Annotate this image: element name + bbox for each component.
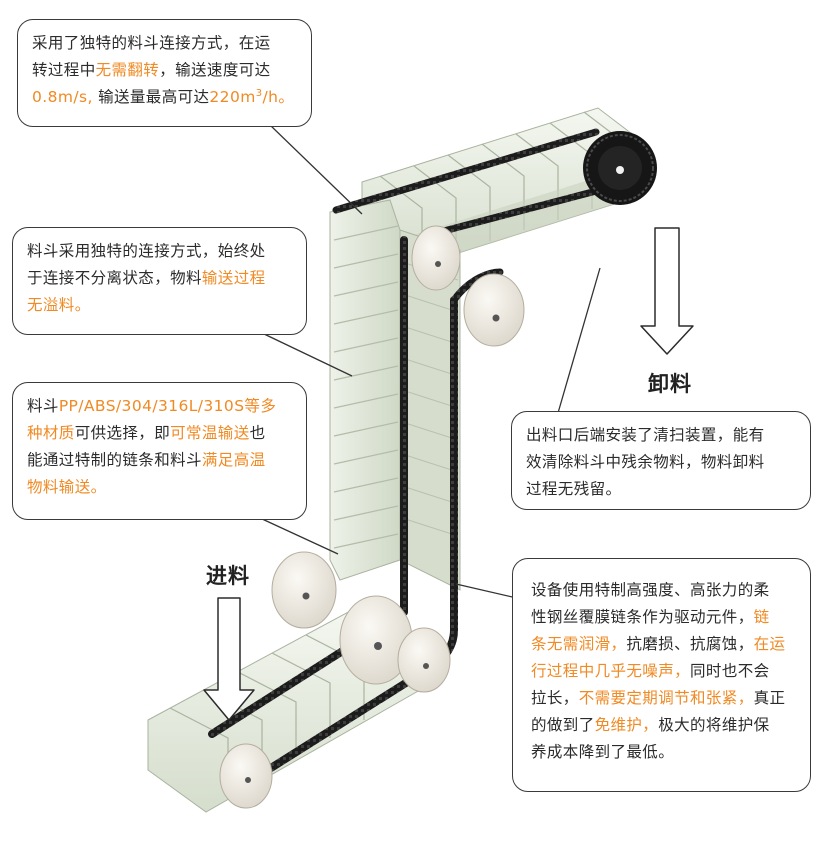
upper-bend-wheel — [411, 225, 461, 291]
tail-wheel — [219, 743, 273, 809]
callout-line: 过程无残留。 — [526, 480, 622, 498]
callout-line: 于连接不分离状态，物料输送过程 — [27, 269, 266, 287]
callout-line: 转过程中无需翻转，输送速度可达 — [32, 61, 271, 79]
callout-line: 行过程中几乎无噪声，同时也不会 — [531, 662, 770, 680]
lower-middle-wheel — [339, 595, 413, 685]
lower-right-wheel — [397, 627, 451, 693]
callout-line: 料斗PP/ABS/304/316L/310S等多 — [27, 397, 277, 415]
callout-line: 出料口后端安装了清扫装置，能有 — [526, 426, 765, 444]
callout-pointers — [259, 124, 601, 603]
lower-left-wheel — [271, 551, 337, 629]
callout-line: 条无需润滑，抗磨损、抗腐蚀，在运 — [531, 635, 786, 653]
callout-no-spill: 料斗采用独特的连接方式，始终处 于连接不分离状态，物料输送过程 无溢料。 — [12, 227, 307, 335]
callout-line: 性钢丝覆膜链条作为驱动元件，链 — [531, 608, 770, 626]
feed-label: 进料 — [206, 564, 250, 588]
discharge-label: 卸料 — [648, 372, 692, 396]
callout-line: 能通过特制的链条和料斗满足高温 — [27, 451, 266, 469]
feed-arrow-icon — [203, 597, 255, 721]
callout-line: 无溢料。 — [27, 296, 91, 314]
head-sprocket — [583, 131, 657, 205]
callout-line: 料斗采用独特的连接方式，始终处 — [27, 242, 266, 260]
guide-wheels — [219, 225, 525, 809]
callout-line: 设备使用特制高强度、高张力的柔 — [531, 581, 770, 599]
vertical-bucket-column — [329, 199, 461, 591]
callout-line: 的做到了免维护，极大的将维护保 — [531, 716, 770, 734]
upper-bend-wheel-2 — [463, 273, 525, 347]
callout-materials: 料斗PP/ABS/304/316L/310S等多 种材质可供选择，即可常温输送也… — [12, 382, 307, 520]
callout-cleaning-device: 出料口后端安装了清扫装置，能有 效清除料斗中残余物料，物料卸料 过程无残留。 — [511, 411, 811, 510]
callout-line: 拉长，不需要定期调节和张紧，真正 — [531, 689, 786, 707]
callout-line: 养成本降到了最低。 — [531, 743, 675, 761]
callout-line: 0.8m/s, 输送量最高可达220m3/h。 — [32, 87, 295, 106]
discharge-arrow-icon — [640, 227, 694, 355]
callout-line: 效清除料斗中残余物料，物料卸料 — [526, 453, 765, 471]
callout-line: 采用了独特的料斗连接方式，在运 — [32, 34, 271, 52]
callout-bucket-connection: 采用了独特的料斗连接方式，在运 转过程中无需翻转，输送速度可达 0.8m/s, … — [17, 19, 312, 127]
callout-line: 种材质可供选择，即可常温输送也 — [27, 424, 266, 442]
callout-chain-drive: 设备使用特制高强度、高张力的柔 性钢丝覆膜链条作为驱动元件，链 条无需润滑，抗磨… — [512, 558, 811, 792]
callout-line: 物料输送。 — [27, 478, 107, 496]
